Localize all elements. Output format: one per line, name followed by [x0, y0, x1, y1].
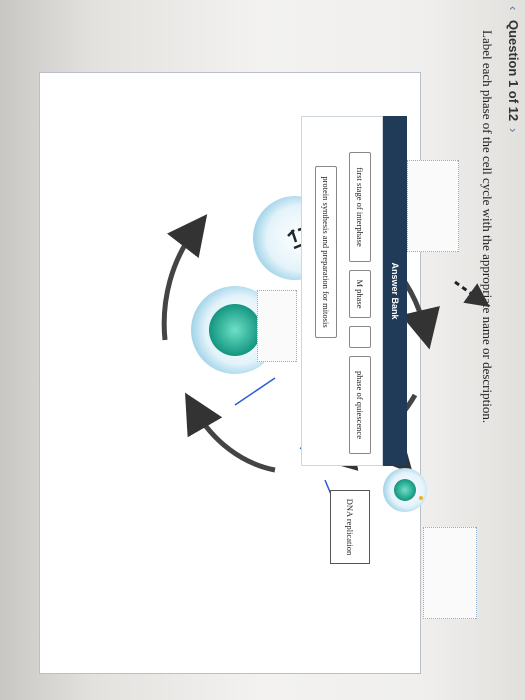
placed-label-dna-replication[interactable]: DNA replication — [330, 490, 370, 564]
dashed-arrow-top — [454, 280, 490, 308]
answer-chip-first-stage[interactable]: first stage of interphase — [349, 152, 371, 262]
answer-chip-quiescence[interactable]: phase of quiescence — [349, 356, 371, 454]
answer-bank-header: Answer Bank — [383, 116, 407, 466]
cell-g0 — [383, 468, 427, 512]
drop-target-1[interactable] — [407, 160, 459, 252]
answer-chip-m-phase[interactable]: M phase — [349, 270, 371, 318]
leader-line — [234, 377, 276, 406]
cycle-arc-right — [185, 392, 276, 473]
cycle-arc-bottom — [161, 214, 208, 341]
answer-chip-blank[interactable] — [349, 326, 371, 348]
drop-target-4[interactable] — [423, 527, 477, 619]
drop-target-3[interactable] — [257, 290, 297, 362]
answer-chip-protein-synthesis[interactable]: protein synthesis and preparation for mi… — [315, 166, 337, 338]
